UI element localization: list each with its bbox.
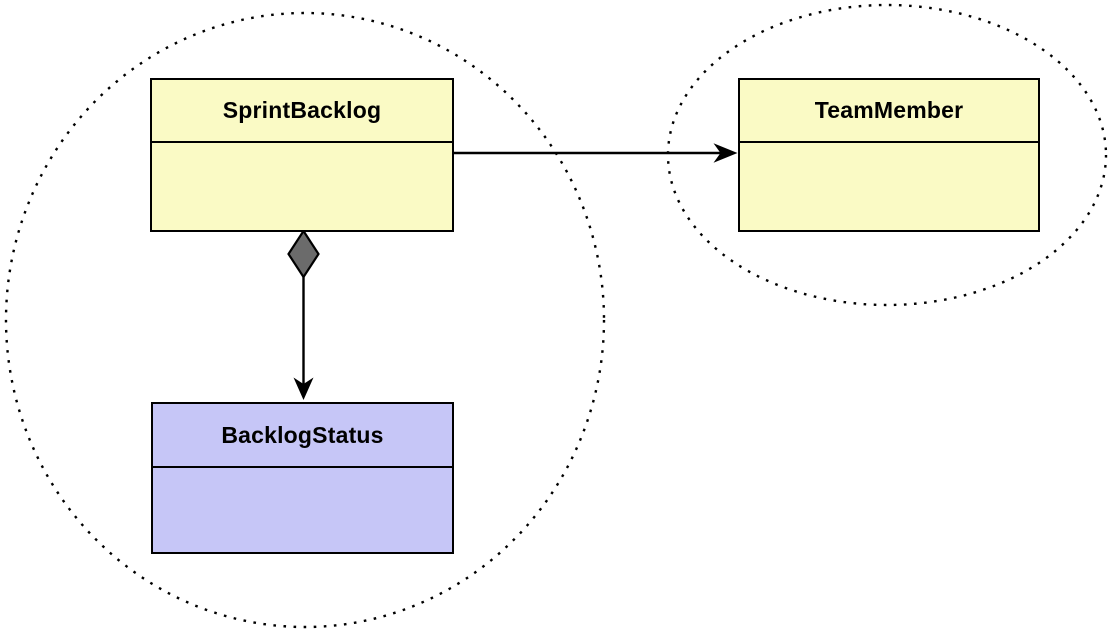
right-boundary-ellipse <box>666 3 1108 307</box>
class-title-compartment: BacklogStatus <box>153 404 452 468</box>
class-title-compartment: SprintBacklog <box>152 80 452 143</box>
class-name-label: BacklogStatus <box>221 421 384 448</box>
class-title-compartment: TeamMember <box>740 80 1038 143</box>
left-boundary-ellipse <box>4 11 606 629</box>
class-body-compartment <box>152 143 452 230</box>
class-name-label: SprintBacklog <box>222 97 382 123</box>
class-name-label: TeamMember <box>814 97 964 123</box>
class-node-backlogstatus: BacklogStatus <box>151 402 454 554</box>
association-edge-sprintbacklog-teammember <box>454 143 738 163</box>
aggregation-diamond-icon <box>287 228 320 280</box>
class-node-sprintbacklog: SprintBacklog <box>150 78 454 232</box>
class-node-teammember: TeamMember <box>738 78 1040 232</box>
class-body-compartment <box>740 143 1038 230</box>
arrowhead-down-icon <box>293 377 314 400</box>
aggregation-edge-sprintbacklog-backlogstatus <box>287 228 320 400</box>
class-body-compartment <box>153 468 452 552</box>
arrowhead-icon <box>713 143 738 163</box>
